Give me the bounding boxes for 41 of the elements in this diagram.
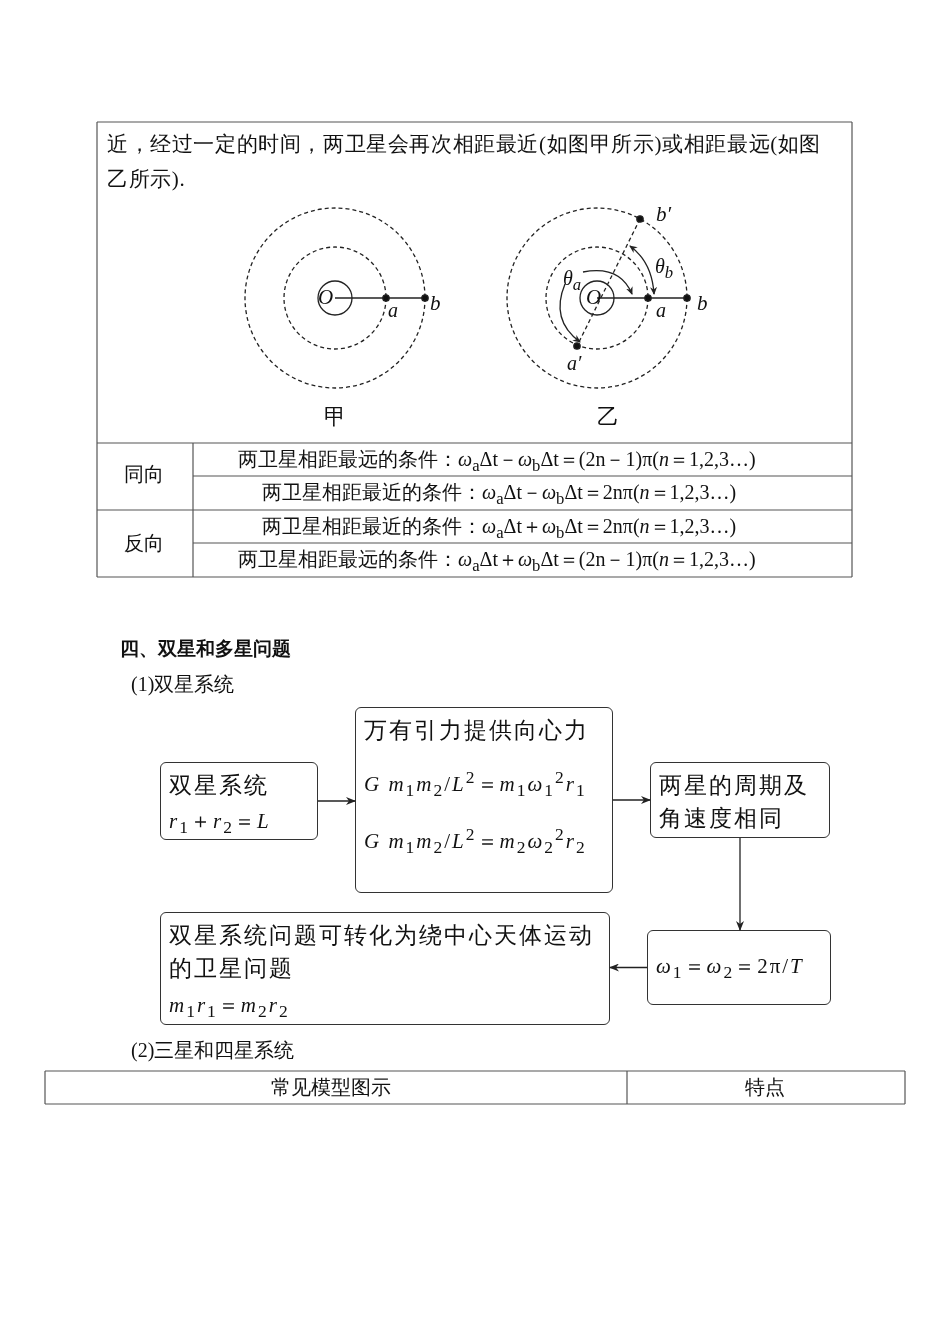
box-text: 两星的周期及角速度相同: [659, 772, 810, 834]
condition-text: 两卫星相距最近的条件：ω$_{a}$Δt＋ω$_{b}$Δt＝2nπ(n＝1,2,3…): [262, 514, 737, 543]
formula-text: G m$_{1}$m$_{2}$/L$^{2}$＝m$_{2}$ω$_{2}$$^{2}$r$_{2}$: [364, 822, 588, 860]
process-box: [647, 930, 831, 1005]
point-label: a′: [567, 351, 582, 375]
formula-text: r$_{1}$＋r$_{2}$＝L: [169, 808, 272, 840]
point-label: O: [586, 285, 602, 311]
formula-text: m$_{1}$r$_{1}$＝m$_{2}$r$_{2}$: [169, 991, 291, 1023]
process-box: [160, 762, 318, 840]
condition-text: 两卫星相距最近的条件：ω$_{a}$Δt－ω$_{b}$Δt＝2nπ(n＝1,2,3…): [262, 480, 737, 509]
process-box: [160, 912, 610, 1025]
subsection-heading: (1)双星系统: [131, 672, 235, 696]
column-header: 特点: [745, 1075, 785, 1099]
point-label: b′: [656, 202, 672, 228]
arrow: [609, 963, 648, 972]
condition-text: 两卫星相距最远的条件：ω$_{a}$Δt－ω$_{b}$Δt＝(2n－1)π(n＝1,2,3…): [238, 447, 756, 476]
figure-caption: 乙: [597, 404, 619, 431]
row-heading: 反向: [124, 531, 164, 555]
process-box: [650, 762, 830, 838]
arrow: [736, 837, 744, 931]
condition-text: 两卫星相距最远的条件：ω$_{a}$Δt＋ω$_{b}$Δt＝(2n－1)π(n＝1,2,3…): [238, 547, 756, 576]
section-heading: 四、双星和多星问题: [120, 638, 291, 661]
figure-caption: 甲: [324, 404, 346, 431]
paragraph-text: 近，经过一定的时间，两卫星会再次相距最近(如图甲所示)或相距最远(如图乙所示).: [107, 131, 822, 193]
arrow: [317, 797, 356, 805]
angle-label: θ$_{b}$: [655, 254, 674, 283]
point-label: b: [430, 291, 441, 317]
process-box: [355, 707, 613, 893]
box-text: 万有引力提供向心力: [364, 717, 590, 745]
formula-text: ω$_{1}$＝ω$_{2}$＝2π/T: [656, 953, 805, 985]
row-heading: 同向: [124, 462, 164, 486]
point-label: a: [388, 298, 398, 322]
column-header: 常见模型图示: [271, 1075, 391, 1099]
angle-label: θ$_{a}$: [563, 266, 582, 295]
point-label: b: [697, 291, 708, 317]
formula-text: G m$_{1}$m$_{2}$/L$^{2}$＝m$_{1}$ω$_{1}$$^{2}$r$_{1}$: [364, 766, 588, 803]
box-text: 双星系统: [169, 772, 270, 800]
point-label: a: [656, 298, 666, 322]
arrow: [612, 796, 651, 804]
point-label: O: [318, 285, 334, 311]
box-text: 双星系统问题可转化为绕中心天体运动的卫星问题: [169, 922, 594, 984]
